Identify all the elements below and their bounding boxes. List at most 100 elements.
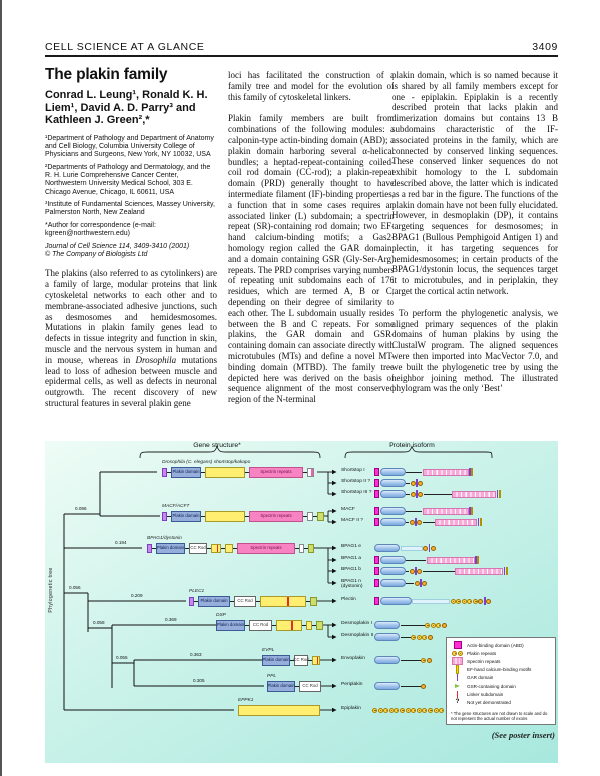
- page-left-edge: [0, 0, 2, 776]
- isoform-label: Desmoplakin II: [341, 633, 373, 638]
- column-2: loci has facilitated the construction of…: [228, 70, 394, 405]
- gene-module-yellowsm: [211, 543, 221, 553]
- plakin-domain-cylinder: [374, 656, 400, 664]
- gene-module-abd: [189, 596, 194, 606]
- gene-module-abd: [162, 511, 167, 521]
- plakin-domain-cylinder: [374, 544, 400, 552]
- isoform-label: BPAG1 e: [341, 544, 361, 549]
- gar-domain-icon: [456, 674, 459, 682]
- plakin-repeat-circle-icon: [427, 707, 433, 713]
- abd-glyph: [374, 490, 379, 498]
- gar-tick-icon: [416, 490, 418, 498]
- journal-reference: Journal of Cell Science 114, 3409-3410 (…: [45, 243, 217, 259]
- gene-module-prdbox: [238, 704, 320, 716]
- isoform-label: BPAG1 b: [341, 567, 361, 572]
- gene-module-endbox: [299, 543, 304, 553]
- legend-item-label: Spectrin repeats: [467, 658, 501, 664]
- plakin-repeats-circles: [425, 622, 442, 628]
- plakin-domain-cylinder: [379, 567, 406, 575]
- isoform-label: Plectin: [341, 597, 356, 602]
- plakin-domain-cylinder: [379, 507, 406, 515]
- gar-domain-tick-icon: [503, 567, 506, 575]
- copyright-line: © The Company of Biologists Ltd: [45, 251, 148, 259]
- exon-connector: [256, 600, 260, 602]
- header-rule: [45, 55, 558, 58]
- isoform-structure: [374, 654, 432, 666]
- gene-module-plakin: Plakin domain: [198, 595, 230, 607]
- exon-connector: [306, 600, 310, 602]
- ef-hand-icon: [418, 491, 424, 497]
- affiliation-1: ¹Department of Pathology and Department …: [45, 134, 214, 159]
- isoform-label-line2: (dystonin): [341, 584, 363, 590]
- exon-connector: [230, 600, 234, 602]
- isoform-label: BPAG1 n(dystonin): [341, 579, 362, 590]
- branch-length-label: 0.209: [131, 593, 143, 598]
- isoform-label: MACF II ?: [341, 518, 363, 523]
- plakin-repeat-circle-icon: [399, 707, 405, 713]
- isoform-label-line: Shortstop I: [341, 468, 365, 473]
- author-list: Conrad L. Leung¹, Ronald K. H. Liem¹, Da…: [45, 89, 208, 127]
- column-3: plakin domain, which is so named because…: [392, 70, 558, 394]
- spectrin-repeats-icon: [452, 657, 463, 666]
- branch-length-label: 0.194: [115, 540, 127, 545]
- arrowhead-icon: [332, 657, 337, 663]
- column-1: The plakin family Conrad L. Leung¹, Rona…: [45, 66, 217, 409]
- figure-legend: Actin-binding domain (ABD)Plakin repeats…: [446, 637, 556, 725]
- plakin-repeat-circle-icon: [422, 634, 428, 640]
- gsr-arrow-icon: [455, 684, 460, 689]
- exon-connector: [201, 515, 205, 517]
- exon-connector: [194, 600, 198, 602]
- rod-bar: [400, 545, 423, 551]
- gar-domain-tick-icon: [469, 468, 471, 476]
- exon-connector: [201, 471, 205, 473]
- rod-line: [400, 659, 421, 661]
- plakin-repeat-circle-icon: [433, 707, 439, 713]
- legend-item-label: Not yet demonstrated: [467, 699, 511, 705]
- paragraph-text: The plakins (also referred to as cytolin…: [45, 268, 217, 365]
- gene-module-plakin: Plakin domain: [171, 466, 201, 478]
- ef-hand-cluster: [478, 597, 492, 605]
- gene-name-label: PLEC1: [189, 589, 205, 594]
- isoform-structure: [374, 477, 424, 489]
- legend-item: GAR domain: [451, 674, 552, 682]
- legend-item-label: GSR-containing domain: [467, 683, 516, 689]
- ef-hand-icon: [426, 657, 432, 663]
- spectrin-repeats-band: [452, 490, 497, 498]
- legend-icon-plakin-repeats: [451, 650, 464, 656]
- gar-tick-icon: [420, 579, 422, 587]
- gar-tick-icon: [483, 597, 486, 605]
- ef-hand-cluster: [423, 544, 436, 552]
- gene-module-endbox: [307, 467, 314, 477]
- gar-domain-tick-icon: [469, 507, 471, 515]
- plakin-repeat-circle-icon: [421, 657, 426, 663]
- gsr-tick-icon: [471, 507, 474, 515]
- exon-connector: [313, 515, 317, 517]
- isoform-label-line: Shortstop II ?: [341, 479, 371, 484]
- rod-line: [406, 559, 426, 561]
- arrowhead-icon: [332, 491, 337, 497]
- isoform-label-line: Desmoplakin I: [341, 621, 372, 626]
- plakin-domain-cylinder: [374, 633, 400, 641]
- plakin-repeats-circles: [421, 657, 426, 663]
- linker-tick-icon: [291, 620, 293, 630]
- isoform-structure: [374, 542, 436, 554]
- ef-hand-icon: [427, 634, 433, 640]
- gar-tick-icon: [416, 479, 418, 487]
- ef-hand-icon: [409, 519, 415, 525]
- spectrin-repeats-band: [435, 518, 478, 526]
- plakin-repeat-circle-icon: [383, 707, 389, 713]
- exon-connector: [312, 624, 316, 626]
- see-poster-insert-note: (See poster insert): [491, 730, 555, 740]
- rod-line: [406, 582, 414, 584]
- gene-module-prdbox: [260, 595, 306, 607]
- plakin-domain-cylinder: [379, 597, 412, 605]
- isoform-structure: [374, 488, 501, 500]
- gene-name-label: PPL: [267, 674, 277, 679]
- abd-glyph: [374, 567, 379, 575]
- plakin-repeat-circle-icon: [430, 622, 436, 628]
- abd-glyph: [374, 479, 379, 487]
- arrowhead-icon: [332, 634, 337, 640]
- exon-connector: [233, 547, 237, 549]
